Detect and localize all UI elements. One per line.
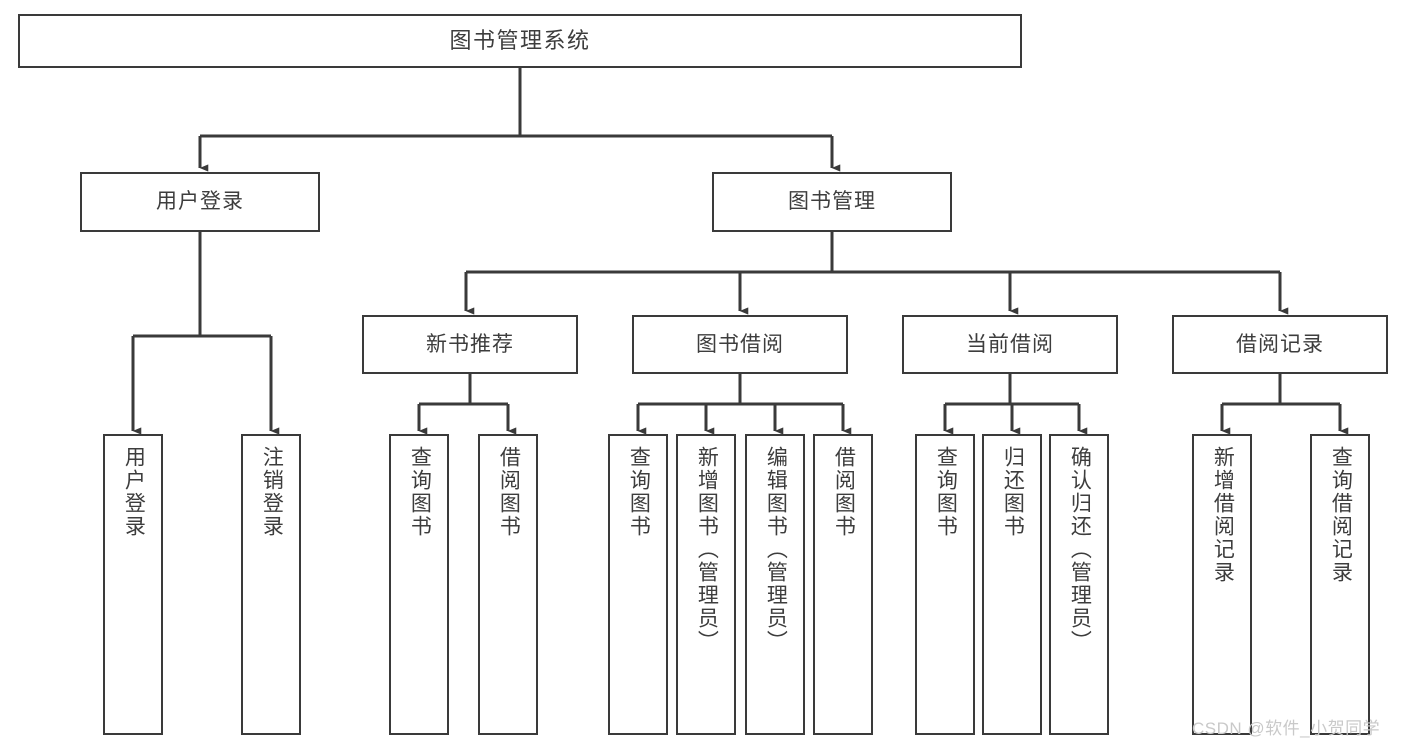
node-user-login[interactable]: 用户登录 <box>80 172 320 232</box>
leaf-borrow-borrow-book-label: 借阅图书 <box>832 446 856 538</box>
leaf-current-confirm-return-label: 确认归还（管理员） <box>1068 446 1092 653</box>
leaf-borrow-add-book-label: 新增图书（管理员） <box>695 446 719 653</box>
leaf-record-query[interactable]: 查询借阅记录 <box>1310 434 1370 735</box>
node-new-book-recommend[interactable]: 新书推荐 <box>362 315 578 374</box>
node-book-borrow-label: 图书借阅 <box>696 332 784 356</box>
leaf-user-logout-label: 注销登录 <box>260 446 284 538</box>
leaf-borrow-edit-book[interactable]: 编辑图书（管理员） <box>745 434 805 735</box>
leaf-current-return-book[interactable]: 归还图书 <box>982 434 1042 735</box>
leaf-recommend-borrow-book[interactable]: 借阅图书 <box>478 434 538 735</box>
leaf-borrow-edit-book-label: 编辑图书（管理员） <box>764 446 788 653</box>
leaf-user-logout[interactable]: 注销登录 <box>241 434 301 735</box>
node-borrow-record[interactable]: 借阅记录 <box>1172 315 1388 374</box>
node-user-login-label: 用户登录 <box>156 190 244 214</box>
node-current-borrow[interactable]: 当前借阅 <box>902 315 1118 374</box>
node-root[interactable]: 图书管理系统 <box>18 14 1022 68</box>
node-book-management[interactable]: 图书管理 <box>712 172 952 232</box>
node-new-book-recommend-label: 新书推荐 <box>426 332 514 356</box>
node-borrow-record-label: 借阅记录 <box>1236 332 1324 356</box>
leaf-record-query-label: 查询借阅记录 <box>1329 446 1353 584</box>
leaf-recommend-borrow-book-label: 借阅图书 <box>497 446 521 538</box>
leaf-current-confirm-return[interactable]: 确认归还（管理员） <box>1049 434 1109 735</box>
leaf-recommend-query-book[interactable]: 查询图书 <box>389 434 449 735</box>
leaf-current-return-book-label: 归还图书 <box>1001 446 1025 538</box>
leaf-current-query-book-label: 查询图书 <box>934 446 958 538</box>
node-current-borrow-label: 当前借阅 <box>966 332 1054 356</box>
leaf-record-add-label: 新增借阅记录 <box>1211 446 1235 584</box>
leaf-recommend-query-book-label: 查询图书 <box>408 446 432 538</box>
leaf-borrow-query-book-label: 查询图书 <box>627 446 651 538</box>
node-book-borrow[interactable]: 图书借阅 <box>632 315 848 374</box>
leaf-current-query-book[interactable]: 查询图书 <box>915 434 975 735</box>
leaf-user-login-label: 用户登录 <box>122 446 146 538</box>
leaf-borrow-query-book[interactable]: 查询图书 <box>608 434 668 735</box>
node-book-management-label: 图书管理 <box>788 190 876 214</box>
leaf-record-add[interactable]: 新增借阅记录 <box>1192 434 1252 735</box>
node-root-label: 图书管理系统 <box>449 27 591 53</box>
leaf-borrow-add-book[interactable]: 新增图书（管理员） <box>676 434 736 735</box>
leaf-user-login[interactable]: 用户登录 <box>103 434 163 735</box>
leaf-borrow-borrow-book[interactable]: 借阅图书 <box>813 434 873 735</box>
